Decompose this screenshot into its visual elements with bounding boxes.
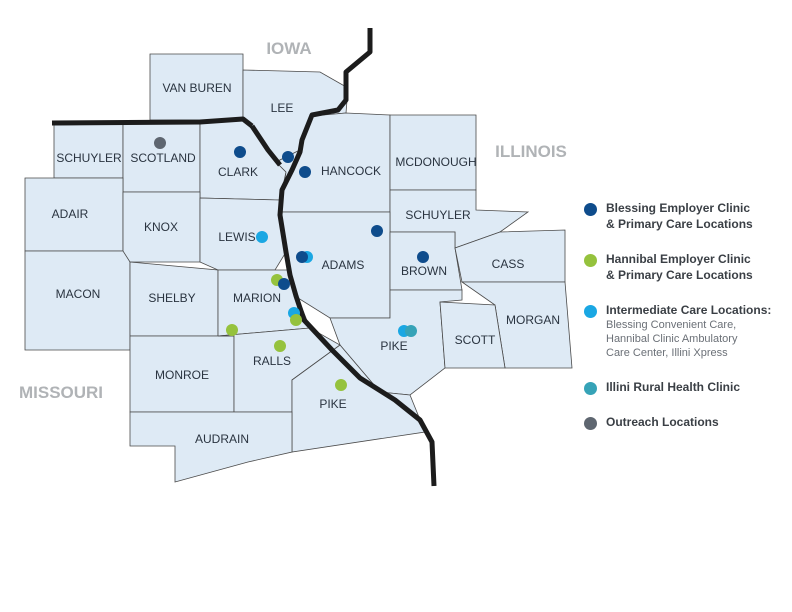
county-label-monroe: MONROE xyxy=(155,368,209,382)
legend-item-outreach: Outreach Locations xyxy=(583,414,783,430)
legend-item-blessing: Blessing Employer Clinic & Primary Care … xyxy=(583,200,783,232)
legend-sublabel-line: Blessing Convenient Care, xyxy=(606,319,737,331)
county-label-ralls: RALLS xyxy=(253,354,291,368)
legend-label-line: & Primary Care Locations xyxy=(606,268,753,282)
legend-item-intermediate: Intermediate Care Locations: Blessing Co… xyxy=(583,302,783,360)
marker-blessing-adams[interactable] xyxy=(296,251,308,263)
marker-blessing-adams-east[interactable] xyxy=(371,225,383,237)
marker-blessing-brown[interactable] xyxy=(417,251,429,263)
state-borders xyxy=(51,28,437,487)
marker-hannibal-pike-mo[interactable] xyxy=(335,379,347,391)
county-label-schuyler-il: SCHUYLER xyxy=(405,208,471,222)
marker-intermediate-lewis[interactable] xyxy=(256,231,268,243)
county-audrain xyxy=(129,411,293,483)
legend-item-illini: Illini Rural Health Clinic xyxy=(583,379,783,395)
marker-blessing-marion[interactable] xyxy=(278,278,290,290)
marker-outreach-scotland[interactable] xyxy=(154,137,166,149)
legend: Blessing Employer Clinic & Primary Care … xyxy=(583,200,783,449)
county-label-audrain: AUDRAIN xyxy=(195,432,249,446)
legend-sublabel-line: Care Center, Illini Xpress xyxy=(606,347,728,359)
county-label-clark: CLARK xyxy=(218,165,258,179)
county-label-lewis: LEWIS xyxy=(218,230,255,244)
county-mcdonough xyxy=(389,114,477,191)
county-cass xyxy=(454,229,566,283)
legend-label: Illini Rural Health Clinic xyxy=(606,380,741,394)
location-markers xyxy=(154,137,429,391)
marker-illini-pike-il[interactable] xyxy=(405,325,417,337)
county-label-shelby: SHELBY xyxy=(148,291,195,305)
marker-blessing-clark[interactable] xyxy=(234,146,246,158)
legend-dot-icon xyxy=(584,203,597,216)
state-label-missouri: MISSOURI xyxy=(19,383,103,402)
legend-dot-icon xyxy=(584,382,597,395)
legend-dot-icon xyxy=(584,254,597,267)
legend-label-line: Blessing Employer Clinic xyxy=(606,201,751,215)
county-label-morgan: MORGAN xyxy=(506,313,560,327)
county-label-adams: ADAMS xyxy=(322,258,365,272)
county-label-lee: LEE xyxy=(271,101,294,115)
marker-blessing-clark-river[interactable] xyxy=(282,151,294,163)
marker-hannibal-marion[interactable] xyxy=(290,314,302,326)
legend-label-line: Hannibal Employer Clinic xyxy=(606,252,751,266)
state-label-illinois: ILLINOIS xyxy=(495,142,567,161)
county-label-cass: CASS xyxy=(492,257,525,271)
des-moines-river-border xyxy=(249,124,282,167)
county-label-pike-il: PIKE xyxy=(380,339,407,353)
marker-hannibal-monroe[interactable] xyxy=(226,324,238,336)
legend-item-hannibal: Hannibal Employer Clinic & Primary Care … xyxy=(583,251,783,283)
county-label-knox: KNOX xyxy=(144,220,178,234)
legend-label: Hannibal Employer Clinic & Primary Care … xyxy=(606,251,783,283)
county-label-pike-mo: PIKE xyxy=(319,397,346,411)
state-label-iowa: IOWA xyxy=(266,39,311,58)
legend-sublabel: Blessing Convenient Care, Hannibal Clini… xyxy=(606,318,783,360)
mississippi-river-border xyxy=(277,28,437,487)
legend-label: Outreach Locations xyxy=(606,415,719,429)
county-label-schuyler-mo: SCHUYLER xyxy=(56,151,122,165)
county-label-van-buren: VAN BUREN xyxy=(162,81,231,95)
county-label-mcdonough: MCDONOUGH xyxy=(395,155,476,169)
county-scott xyxy=(439,301,506,369)
county-label-scott: SCOTT xyxy=(455,333,496,347)
legend-label-line: & Primary Care Locations xyxy=(606,217,753,231)
legend-label: Intermediate Care Locations: xyxy=(606,303,772,317)
county-label-scotland: SCOTLAND xyxy=(130,151,196,165)
marker-hannibal-ralls[interactable] xyxy=(274,340,286,352)
legend-label: Blessing Employer Clinic & Primary Care … xyxy=(606,200,783,232)
marker-blessing-hancock[interactable] xyxy=(299,166,311,178)
counties xyxy=(24,53,573,483)
county-label-hancock: HANCOCK xyxy=(321,164,381,178)
county-label-macon: MACON xyxy=(56,287,101,301)
county-morgan xyxy=(460,281,573,369)
legend-sublabel-line: Hannibal Clinic Ambulatory xyxy=(606,333,738,345)
legend-dot-icon xyxy=(584,417,597,430)
iowa-missouri-border xyxy=(51,116,254,128)
county-labels: VAN BUREN LEE SCHUYLER SCOTLAND CLARK HA… xyxy=(52,81,560,446)
county-label-adair: ADAIR xyxy=(52,207,89,221)
legend-dot-icon xyxy=(584,305,597,318)
county-label-brown: BROWN xyxy=(401,264,447,278)
county-label-marion: MARION xyxy=(233,291,281,305)
